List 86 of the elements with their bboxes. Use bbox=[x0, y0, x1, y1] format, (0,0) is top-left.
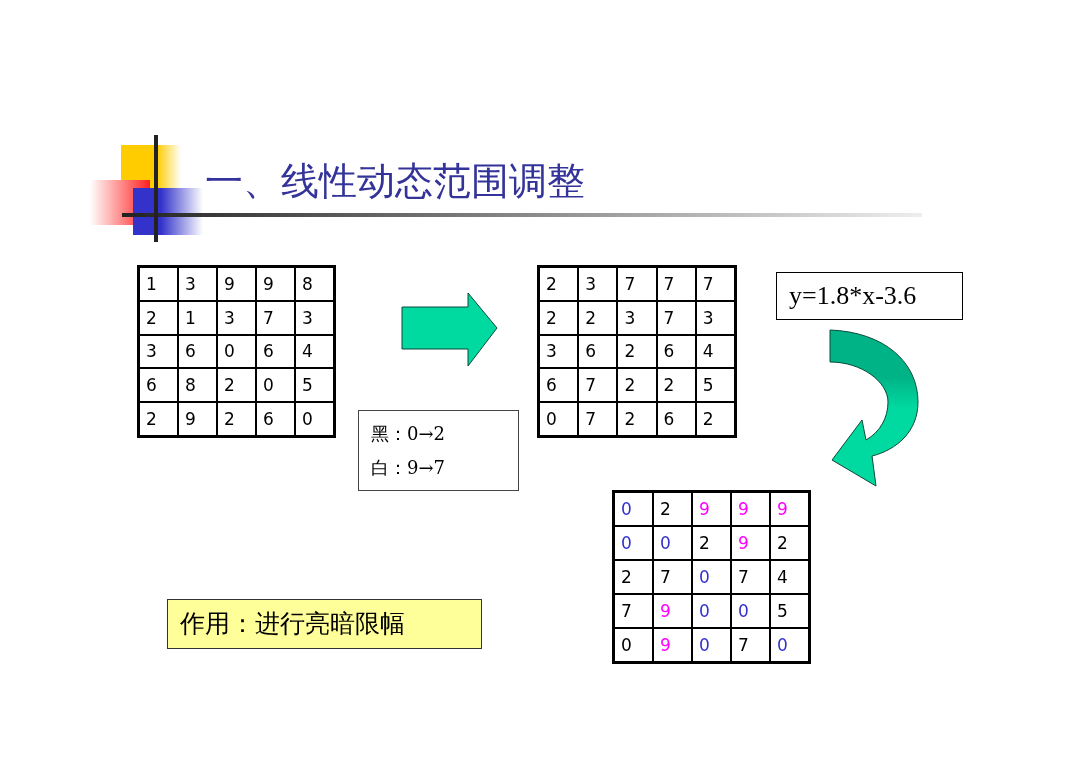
table-cell: 9 bbox=[692, 492, 731, 526]
table-cell: 9 bbox=[731, 492, 770, 526]
table-cell: 6 bbox=[539, 368, 579, 403]
formula-box: y=1.8*x-3.6 bbox=[776, 272, 963, 320]
table-cell: 6 bbox=[256, 334, 295, 369]
table-cell: 3 bbox=[295, 300, 334, 335]
block-arrow bbox=[829, 329, 919, 487]
table-cell: 3 bbox=[617, 300, 657, 335]
table-cell: 2 bbox=[614, 560, 653, 594]
table-cell: 3 bbox=[217, 300, 256, 335]
table-cell: 2 bbox=[617, 368, 657, 403]
table-cell: 9 bbox=[178, 402, 217, 436]
block-arrow bbox=[401, 292, 498, 367]
table-cell: 7 bbox=[656, 267, 696, 301]
table-cell: 2 bbox=[539, 267, 579, 301]
table-cell: 7 bbox=[578, 368, 618, 403]
table-cell: 3 bbox=[695, 300, 735, 335]
table-cell: 3 bbox=[539, 334, 579, 369]
table-cell: 6 bbox=[178, 334, 217, 369]
table-cell: 2 bbox=[217, 402, 256, 436]
table-cell: 2 bbox=[692, 526, 731, 560]
mapping-text: 黑：0→2 bbox=[371, 422, 445, 446]
table-cell: 2 bbox=[653, 492, 692, 526]
effect-box: 作用：进行亮暗限幅 bbox=[167, 599, 482, 649]
table-cell: 3 bbox=[178, 267, 217, 301]
table-cell: 2 bbox=[578, 300, 618, 335]
table-cell: 4 bbox=[695, 334, 735, 369]
table-cell: 0 bbox=[692, 560, 731, 594]
table-cell: 0 bbox=[692, 594, 731, 628]
table-cell: 9 bbox=[653, 594, 692, 628]
table-cell: 5 bbox=[295, 368, 334, 403]
table-cell: 0 bbox=[770, 628, 809, 662]
table-cell: 9 bbox=[653, 628, 692, 662]
table-cell: 4 bbox=[770, 560, 809, 594]
table-cell: 3 bbox=[139, 334, 178, 369]
table-cell: 7 bbox=[614, 594, 653, 628]
table-cell: 0 bbox=[692, 628, 731, 662]
table-cell: 2 bbox=[139, 402, 178, 436]
table-cell: 4 bbox=[295, 334, 334, 369]
table-cell: 6 bbox=[256, 402, 295, 436]
table-cell: 2 bbox=[539, 300, 579, 335]
table-cell: 1 bbox=[139, 267, 178, 301]
table-cell: 6 bbox=[139, 368, 178, 403]
table-cell: 7 bbox=[256, 300, 295, 335]
slide-title: 一、线性动态范围调整 bbox=[205, 158, 585, 205]
table-cell: 0 bbox=[614, 628, 653, 662]
table-cell: 6 bbox=[656, 402, 696, 436]
table-cell: 0 bbox=[614, 492, 653, 526]
table-cell: 0 bbox=[614, 526, 653, 560]
table-cell: 6 bbox=[578, 334, 618, 369]
table-cell: 2 bbox=[617, 402, 657, 436]
table-cell: 6 bbox=[656, 334, 696, 369]
number-grid bbox=[537, 265, 737, 438]
mapping-text: 白：9→7 bbox=[371, 456, 445, 480]
table-cell: 7 bbox=[695, 267, 735, 301]
table-cell: 9 bbox=[731, 526, 770, 560]
table-cell: 2 bbox=[617, 334, 657, 369]
table-cell: 9 bbox=[217, 267, 256, 301]
table-cell: 9 bbox=[256, 267, 295, 301]
table-cell: 0 bbox=[217, 334, 256, 369]
table-cell: 7 bbox=[656, 300, 696, 335]
table-cell: 2 bbox=[656, 368, 696, 403]
table-cell: 2 bbox=[770, 526, 809, 560]
table-cell: 7 bbox=[731, 628, 770, 662]
table-cell: 0 bbox=[653, 526, 692, 560]
table-cell: 7 bbox=[617, 267, 657, 301]
table-cell: 7 bbox=[653, 560, 692, 594]
table-cell: 2 bbox=[217, 368, 256, 403]
number-grid bbox=[137, 265, 336, 438]
table-cell: 9 bbox=[770, 492, 809, 526]
table-cell: 2 bbox=[139, 300, 178, 335]
table-cell: 5 bbox=[695, 368, 735, 403]
table-cell: 0 bbox=[731, 594, 770, 628]
table-cell: 0 bbox=[539, 402, 579, 436]
table-cell: 3 bbox=[578, 267, 618, 301]
table-cell: 1 bbox=[178, 300, 217, 335]
note-box bbox=[358, 410, 519, 491]
table-cell: 8 bbox=[295, 267, 334, 301]
table-cell: 2 bbox=[695, 402, 735, 436]
table-cell: 7 bbox=[578, 402, 618, 436]
table-cell: 0 bbox=[295, 402, 334, 436]
table-cell: 7 bbox=[731, 560, 770, 594]
table-cell: 0 bbox=[256, 368, 295, 403]
number-grid bbox=[612, 490, 811, 664]
table-cell: 8 bbox=[178, 368, 217, 403]
table-cell: 5 bbox=[770, 594, 809, 628]
